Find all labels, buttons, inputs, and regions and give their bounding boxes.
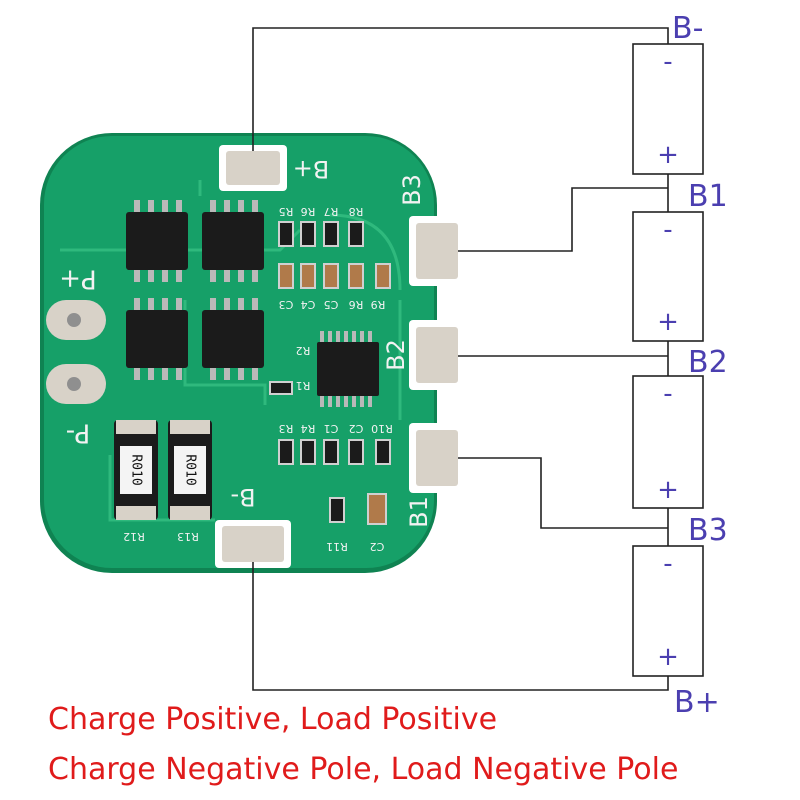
cell-polarity-marks: - + - + - + - + bbox=[657, 47, 679, 672]
protection-ic-pins bbox=[320, 331, 372, 407]
pad-b-minus bbox=[222, 526, 284, 562]
silk-b-minus: B- bbox=[230, 483, 255, 511]
label-b1: B1 bbox=[688, 179, 728, 214]
silk-c1: C1 bbox=[324, 422, 339, 435]
battery-cell-1 bbox=[632, 43, 704, 175]
cell-1-negative: - bbox=[663, 47, 672, 77]
silk-r11: R11 bbox=[326, 540, 348, 553]
silk-c3: C3 bbox=[279, 298, 294, 311]
silk-r3: R3 bbox=[279, 422, 294, 435]
protection-ic-body bbox=[317, 342, 379, 396]
battery-cell-2 bbox=[632, 211, 704, 342]
silk-r6: R6 bbox=[301, 205, 316, 218]
label-b3: B3 bbox=[688, 513, 728, 548]
mosfet-2 bbox=[202, 212, 264, 270]
mosfet-1 bbox=[126, 212, 188, 270]
pad-b-plus bbox=[226, 151, 280, 185]
shunt-2-label: R010 bbox=[183, 454, 198, 485]
shunt-resistors: R010 R010 bbox=[114, 420, 212, 520]
silk-r13: R13 bbox=[177, 530, 199, 543]
silk-b3: B3 bbox=[398, 174, 426, 206]
silk-r9: R9 bbox=[371, 298, 386, 311]
silk-r7: R7 bbox=[324, 205, 339, 218]
silk-b1: B1 bbox=[405, 496, 433, 528]
silk-c5: C5 bbox=[324, 298, 339, 311]
caption-negative: Charge Negative Pole, Load Negative Pole bbox=[48, 752, 679, 787]
terminal-labels: B- B1 B2 B3 B+ bbox=[672, 11, 728, 720]
smd-components bbox=[269, 221, 391, 525]
silk-c4: C4 bbox=[301, 298, 316, 311]
silk-p-minus: P- bbox=[66, 418, 91, 448]
mosfet-array bbox=[126, 200, 264, 380]
silk-r8: R8 bbox=[349, 205, 364, 218]
silkscreen: B+ B3 B2 B1 B- P+ P- R12 R13 R11 C2 R5 R… bbox=[59, 155, 433, 553]
wire-b1-pad-to-b3 bbox=[458, 457, 668, 529]
silk-c2: C2 bbox=[370, 540, 385, 553]
cell-4-negative: - bbox=[663, 549, 672, 579]
protection-ic bbox=[317, 331, 379, 407]
silk-r5: R5 bbox=[279, 205, 294, 218]
wire-b3-pad-to-b1 bbox=[458, 187, 668, 252]
label-b-plus: B+ bbox=[674, 685, 720, 720]
battery-cell-4 bbox=[632, 545, 704, 677]
battery-cells bbox=[632, 43, 704, 677]
silk-r2: R2 bbox=[296, 344, 311, 357]
output-pads bbox=[46, 300, 106, 404]
silk-b-plus: B+ bbox=[293, 155, 330, 183]
mosfet-3 bbox=[126, 310, 188, 368]
wiring bbox=[252, 27, 669, 691]
silk-r10: R10 bbox=[371, 422, 393, 435]
silk-b2: B2 bbox=[382, 339, 410, 371]
wire-b-plus-pad-to-b-minus bbox=[252, 27, 669, 151]
mosfet-pins bbox=[134, 200, 258, 380]
label-b-minus: B- bbox=[672, 11, 703, 46]
label-b2: B2 bbox=[688, 345, 728, 380]
caption-positive: Charge Positive, Load Positive bbox=[48, 702, 498, 737]
pad-b1 bbox=[416, 430, 458, 486]
mosfet-4 bbox=[202, 310, 264, 368]
wire-b-minus-pad-to-b-plus bbox=[252, 562, 669, 691]
pad-b3 bbox=[416, 223, 458, 279]
pad-b2 bbox=[416, 327, 458, 383]
cell-3-negative: - bbox=[663, 379, 672, 409]
shunt-1-label: R010 bbox=[129, 454, 144, 485]
cell-3-positive: + bbox=[657, 475, 679, 505]
cell-1-positive: + bbox=[657, 140, 679, 170]
silk-r6-b: R6 bbox=[349, 298, 364, 311]
cell-4-positive: + bbox=[657, 642, 679, 672]
silk-r4: R4 bbox=[301, 422, 316, 435]
cell-2-negative: - bbox=[663, 215, 672, 245]
cell-2-positive: + bbox=[657, 307, 679, 337]
silk-c2-b: C2 bbox=[349, 422, 364, 435]
terminal-pads bbox=[215, 145, 465, 568]
silk-r12: R12 bbox=[123, 530, 145, 543]
pcb-board: R010 R010 B+ B3 B2 B1 bbox=[40, 133, 465, 573]
silk-r1: R1 bbox=[296, 379, 311, 392]
battery-cell-3 bbox=[632, 375, 704, 509]
silk-p-plus: P+ bbox=[59, 264, 96, 294]
